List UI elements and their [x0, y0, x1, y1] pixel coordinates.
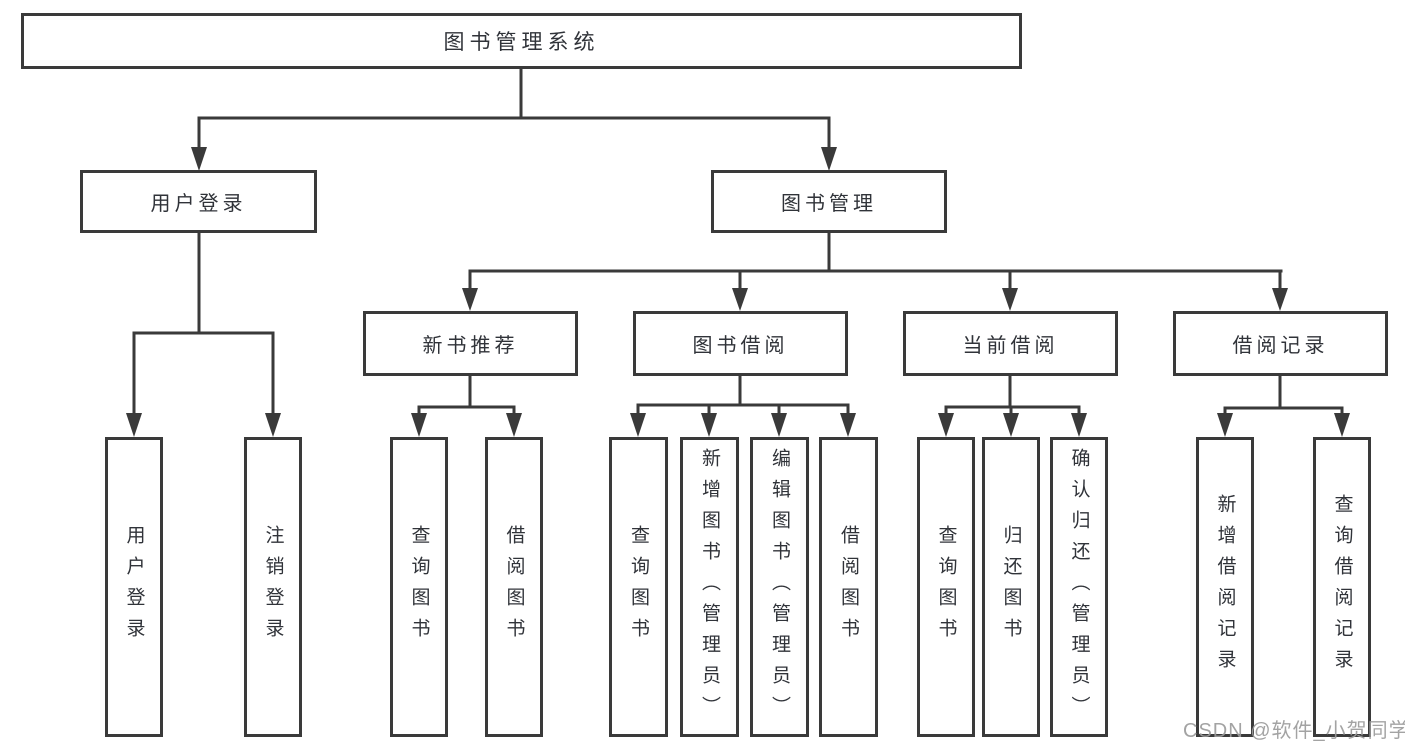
leaf-logout-label: 注销登录	[262, 525, 284, 649]
node-root-system-label: 图书管理系统	[443, 31, 600, 54]
node-new-book-recommendation: 新书推荐	[363, 311, 578, 376]
leaf-edit-books-admin: 编辑图书（管理员）	[750, 437, 809, 737]
leaf-edit-books-admin-label: 编辑图书（管理员）	[769, 447, 790, 727]
node-current-borrowing: 当前借阅	[903, 311, 1118, 376]
leaf-borrowing-borrow-books-label: 借阅图书	[838, 525, 859, 649]
leaf-recommend-query-books-label: 查询图书	[408, 525, 430, 649]
node-book-borrowing-label: 图书借阅	[692, 335, 789, 357]
node-book-management: 图书管理	[711, 170, 947, 233]
leaf-query-borrow-record: 查询借阅记录	[1313, 437, 1371, 737]
leaf-add-borrow-record-label: 新增借阅记录	[1214, 494, 1236, 680]
node-user-login-label: 用户登录	[150, 193, 247, 215]
leaf-recommend-borrow-books-label: 借阅图书	[503, 525, 525, 649]
leaf-recommend-query-books: 查询图书	[390, 437, 448, 737]
leaf-current-query-books-label: 查询图书	[935, 525, 957, 649]
leaf-confirm-return-admin-label: 确认归还（管理员）	[1068, 447, 1090, 727]
leaf-add-borrow-record: 新增借阅记录	[1196, 437, 1254, 737]
leaf-borrowing-query-books-label: 查询图书	[628, 525, 649, 649]
leaf-return-books: 归还图书	[982, 437, 1040, 737]
leaf-current-query-books: 查询图书	[917, 437, 975, 737]
leaf-query-borrow-record-label: 查询借阅记录	[1331, 494, 1353, 680]
csdn-watermark: CSDN @软件_小贺同学	[1183, 720, 1405, 742]
node-root-system: 图书管理系统	[21, 13, 1022, 69]
leaf-user-login-label: 用户登录	[123, 525, 145, 649]
node-new-book-recommendation-label: 新书推荐	[422, 335, 519, 357]
node-book-management-label: 图书管理	[781, 193, 877, 215]
leaf-return-books-label: 归还图书	[1000, 525, 1022, 649]
node-borrowing-records: 借阅记录	[1173, 311, 1388, 376]
node-book-borrowing: 图书借阅	[633, 311, 848, 376]
node-user-login: 用户登录	[80, 170, 317, 233]
leaf-recommend-borrow-books: 借阅图书	[485, 437, 543, 737]
leaf-logout: 注销登录	[244, 437, 302, 737]
leaf-add-books-admin: 新增图书（管理员）	[680, 437, 739, 737]
leaf-borrowing-borrow-books: 借阅图书	[819, 437, 878, 737]
leaf-borrowing-query-books: 查询图书	[609, 437, 668, 737]
leaf-add-books-admin-label: 新增图书（管理员）	[699, 447, 720, 727]
node-current-borrowing-label: 当前借阅	[962, 335, 1059, 357]
leaf-user-login: 用户登录	[105, 437, 163, 737]
leaf-confirm-return-admin: 确认归还（管理员）	[1050, 437, 1108, 737]
node-borrowing-records-label: 借阅记录	[1232, 335, 1329, 357]
